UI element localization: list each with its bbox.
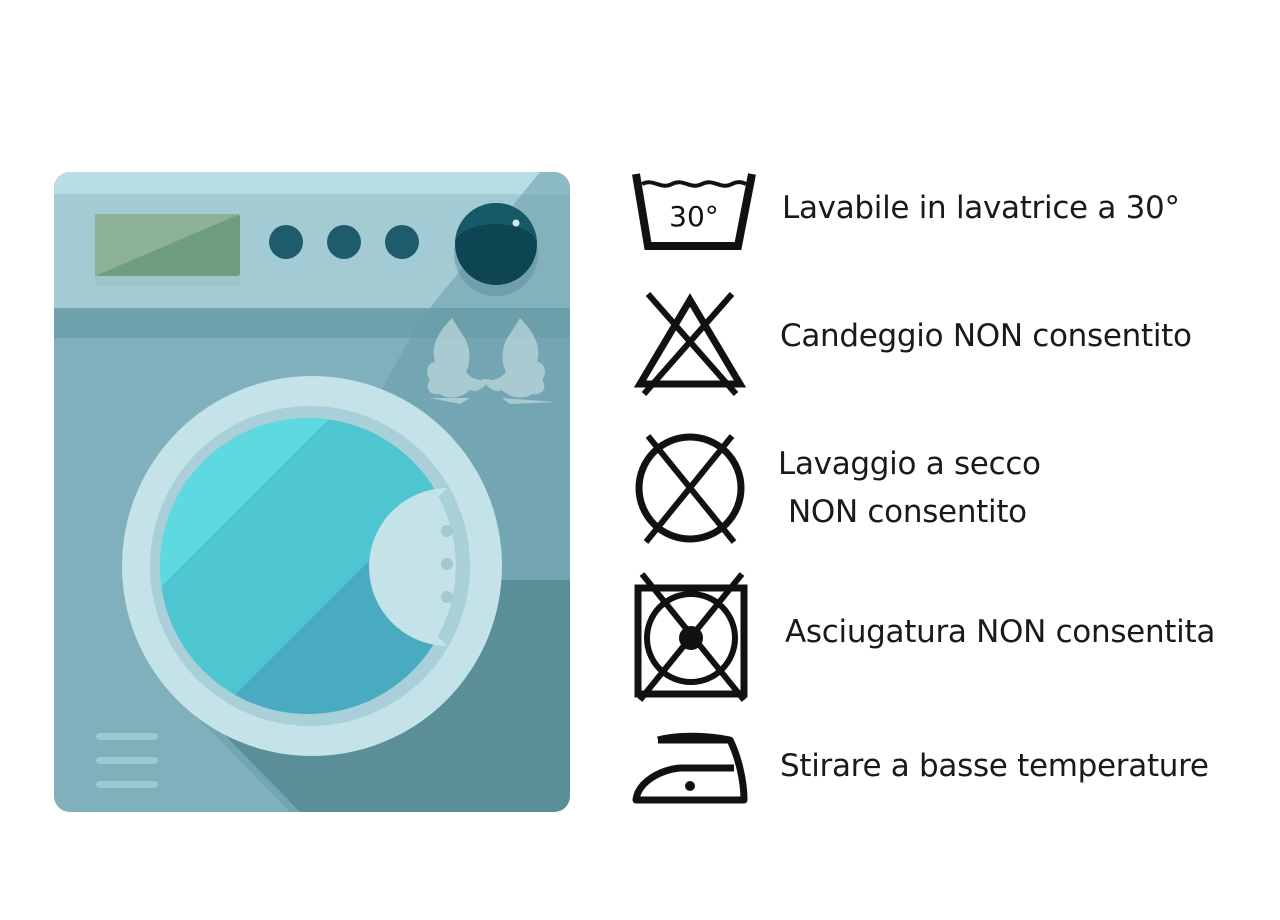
care-row-wash: 30° Lavabile in lavatrice a 30°	[630, 170, 1230, 254]
care-label-text: Candeggio NON consentito	[780, 318, 1192, 354]
no-dry-clean-icon	[635, 433, 745, 544]
care-label-line: Stirare a basse temperature	[780, 748, 1209, 784]
door	[122, 376, 502, 756]
care-label-text: Asciugatura NON consentita	[785, 614, 1215, 650]
care-label-text: Stirare a basse temperature	[780, 748, 1209, 784]
iron-low-icon	[632, 732, 748, 804]
control-button	[385, 225, 419, 259]
control-button	[327, 225, 361, 259]
care-label-line: NON consentito	[788, 494, 1027, 530]
control-button	[269, 225, 303, 259]
care-label-text: Lavaggio a secco NON consentito	[778, 440, 1041, 536]
care-label-line: Asciugatura NON consentita	[785, 614, 1216, 650]
display-panel	[95, 214, 240, 286]
control-knob	[454, 203, 538, 296]
vent-lines	[96, 733, 158, 788]
wash-30-icon: 30°	[632, 173, 756, 250]
care-label-line: Candeggio NON consentito	[780, 318, 1192, 354]
care-label-line: Lavaggio a secco	[778, 446, 1041, 482]
washing-machine-illustration	[54, 172, 570, 812]
no-tumble-dry-icon	[634, 572, 748, 702]
care-label-text: Lavabile in lavatrice a 30°	[782, 190, 1180, 226]
wash-temperature: 30°	[669, 200, 719, 233]
care-row-tumble: Asciugatura NON consentita	[630, 570, 1230, 702]
no-bleach-icon	[633, 292, 747, 396]
care-label-line: Lavabile in lavatrice a 30°	[782, 190, 1180, 226]
doves-watermark	[427, 318, 556, 404]
care-row-iron: Stirare a basse temperature	[630, 730, 1230, 810]
care-row-dryclean: Lavaggio a secco NON consentito	[630, 430, 1230, 548]
care-row-bleach: Candeggio NON consentito	[630, 288, 1230, 400]
